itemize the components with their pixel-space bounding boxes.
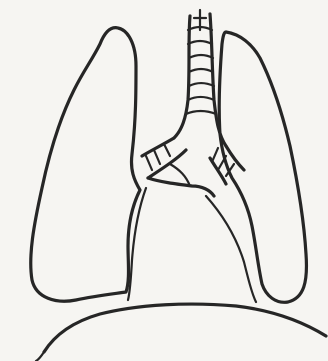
left-bronchus-lower bbox=[148, 150, 186, 178]
trachea-left-wall bbox=[174, 16, 190, 138]
diaphragm-tail bbox=[36, 352, 44, 361]
left-mediastinal-line bbox=[128, 188, 146, 300]
left-lung-outline bbox=[31, 28, 140, 301]
diaphragm-curve bbox=[44, 304, 326, 352]
carina-outline bbox=[148, 178, 214, 196]
